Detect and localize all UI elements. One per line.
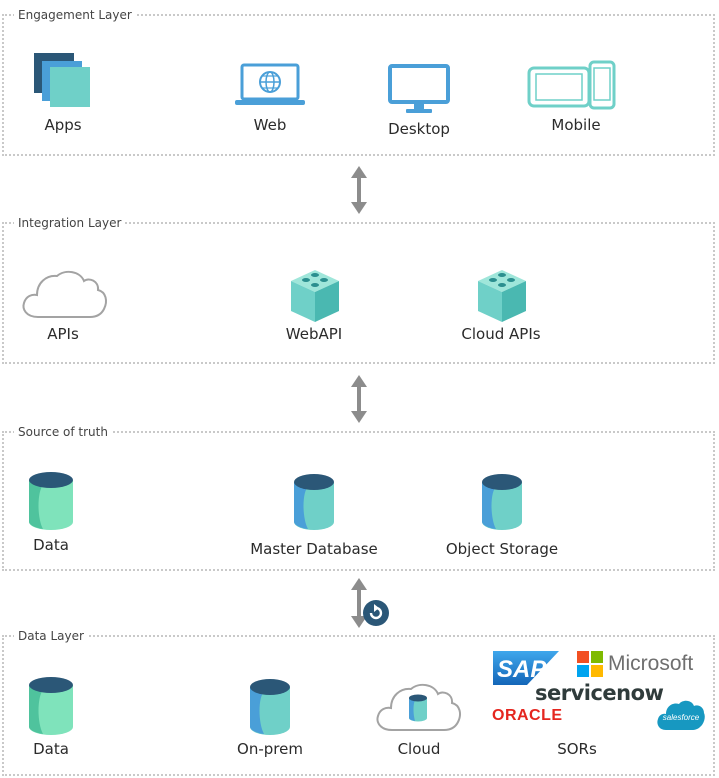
salesforce-logo: salesforce: [657, 700, 705, 730]
api-cube-icon: [478, 270, 526, 322]
mobile-label: Mobile: [551, 116, 601, 134]
bidirectional-arrow-icon: [351, 578, 367, 628]
laptop-globe-icon: [235, 63, 305, 105]
sync-icon: [363, 600, 389, 626]
database-icon: [29, 677, 73, 735]
bidirectional-arrow-icon: [351, 375, 367, 423]
salesforce-logo-text: salesforce: [663, 713, 700, 722]
engagement-layer-title: Engagement Layer: [14, 7, 136, 23]
apps-icon: [34, 53, 90, 107]
on-prem-label: On-prem: [237, 740, 303, 758]
microsoft-logo: [577, 651, 603, 677]
data-layer-data-label: Data: [33, 740, 69, 758]
cloud-apis-label: Cloud APIs: [461, 325, 541, 343]
integration-layer-title: Integration Layer: [14, 215, 126, 231]
servicenow-logo-text: servicenow: [535, 681, 664, 705]
monitor-icon: [388, 64, 450, 113]
sap-logo: SAP: [493, 651, 559, 685]
cloud-database-icon: [376, 683, 461, 731]
desktop-label: Desktop: [388, 120, 450, 138]
master-database-label: Master Database: [250, 540, 378, 558]
web-label: Web: [253, 116, 287, 134]
integration-layer: Integration Layer: [2, 215, 715, 364]
sors-label: SORs: [557, 740, 597, 758]
apps-label: Apps: [44, 116, 82, 134]
data-label: Data: [33, 536, 69, 554]
data-layer-title: Data Layer: [14, 628, 88, 644]
apis-label: APIs: [47, 325, 79, 343]
database-icon: [29, 472, 73, 530]
cloud-label: Cloud: [397, 740, 441, 758]
webapi-label: WebAPI: [285, 325, 343, 343]
source-of-truth-title: Source of truth: [14, 424, 112, 440]
database-icon: [294, 474, 334, 530]
tablet-phone-icon: [527, 60, 616, 110]
api-cube-icon: [291, 270, 339, 322]
microsoft-logo-text: Microsoft: [608, 652, 694, 675]
database-icon: [482, 474, 522, 530]
cloud-icon: [22, 270, 107, 318]
database-icon: [250, 679, 290, 735]
object-storage-label: Object Storage: [445, 540, 559, 558]
source-of-truth-layer: Source of truth: [2, 424, 715, 571]
oracle-logo-text: ORACLE: [492, 707, 563, 724]
sap-logo-text: SAP: [497, 656, 547, 683]
engagement-layer: Engagement Layer: [2, 7, 715, 156]
data-layer: Data Layer: [2, 628, 715, 776]
bidirectional-arrow-icon: [351, 166, 367, 214]
